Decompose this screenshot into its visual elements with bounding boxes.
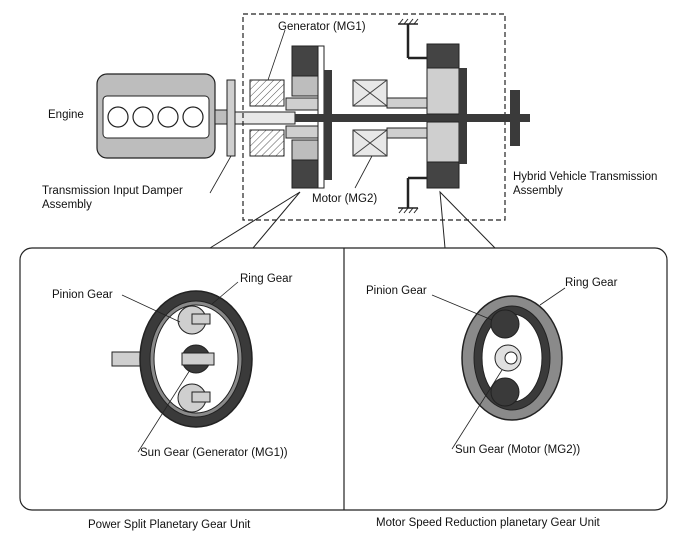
leader-right-sun xyxy=(451,369,503,450)
left-pinion-gear-label: Pinion Gear xyxy=(52,289,113,301)
zoom-lines-right xyxy=(439,190,496,249)
engine-label: Engine xyxy=(48,109,84,121)
power-split-caption: Power Split Planetary Gear Unit xyxy=(88,519,251,531)
generator-label: Generator (MG1) xyxy=(278,21,366,33)
reduction-caption: Motor Speed Reduction planetary Gear Uni… xyxy=(376,517,600,529)
leader-damper xyxy=(209,155,232,194)
hvt-label-line2: Assembly xyxy=(513,185,563,197)
leader-right-ring xyxy=(539,287,566,306)
reduction-schematic xyxy=(406,24,467,208)
generator-mg1 xyxy=(249,79,322,157)
leader-left-ring xyxy=(211,281,239,305)
leader-left-sun xyxy=(137,369,191,453)
output-flange xyxy=(510,90,530,146)
input-damper xyxy=(226,79,296,157)
damper-label-line1: Transmission Input Damper xyxy=(42,185,183,197)
leader-right-pinion xyxy=(431,294,493,321)
engine-block xyxy=(96,73,228,159)
hvt-label-line1: Hybrid Vehicle Transmission xyxy=(513,171,658,183)
zoom-lines-left xyxy=(209,191,301,249)
motor-mg2 xyxy=(352,79,428,157)
right-ring-gear-label: Ring Gear xyxy=(565,277,618,289)
damper-label-line2: Assembly xyxy=(42,199,92,211)
right-pinion-gear-label: Pinion Gear xyxy=(366,285,427,297)
ground-symbol-top xyxy=(398,18,419,25)
left-ring-gear-label: Ring Gear xyxy=(240,273,293,285)
leader-motor xyxy=(354,155,373,189)
ground-symbol-bottom xyxy=(398,207,419,214)
leader-left-pinion xyxy=(121,294,181,323)
output-shaft xyxy=(295,114,521,122)
right-sun-gear-label: Sun Gear (Motor (MG2)) xyxy=(455,444,581,456)
power-split-gear-illustration xyxy=(111,290,253,428)
left-sun-gear-label: Sun Gear (Generator (MG1)) xyxy=(140,447,288,459)
motor-label: Motor (MG2) xyxy=(312,193,378,205)
leader-generator xyxy=(267,29,286,81)
reduction-gear-illustration xyxy=(461,295,563,421)
